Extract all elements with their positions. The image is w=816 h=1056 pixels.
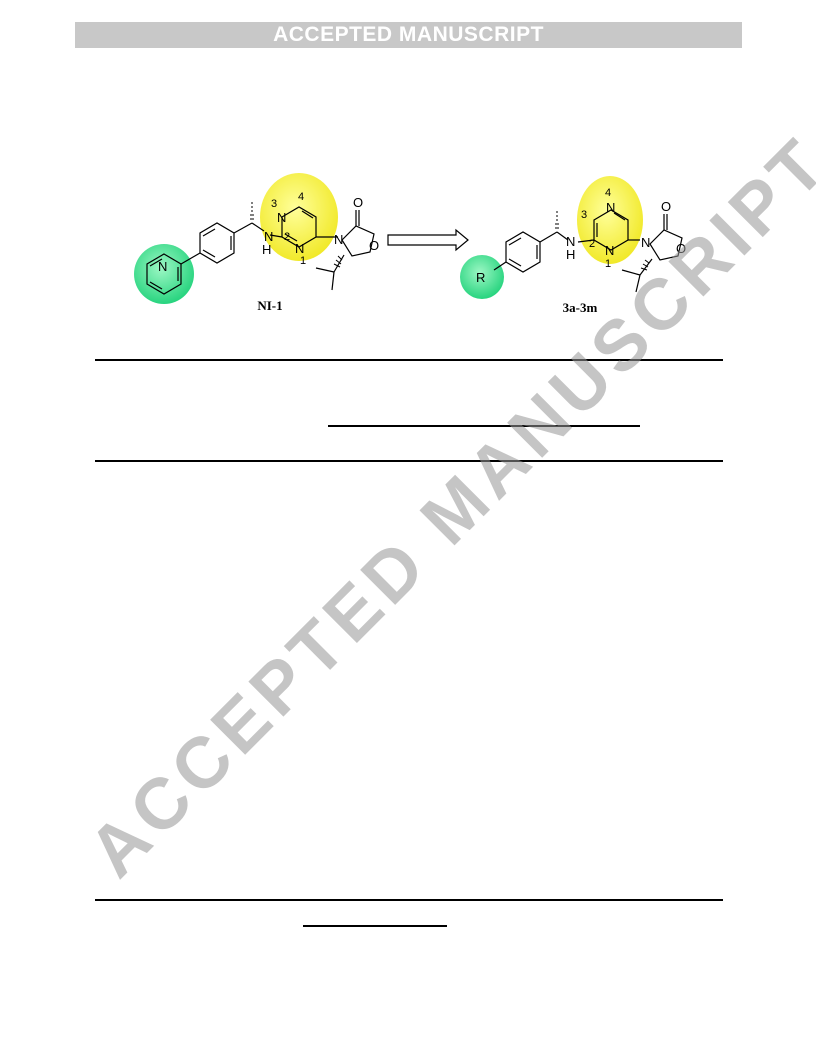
table-top-rule	[95, 359, 723, 361]
atom-label-ring-n3: N	[277, 210, 286, 225]
atom-label-pyridine-n: N	[158, 259, 167, 274]
atom-label-ring-o: O	[676, 241, 686, 256]
atom-label-r: R	[476, 270, 485, 285]
compound-ni-1: N N H N N N O O 3 4 2 1 NI-1	[134, 173, 379, 313]
pyridine-highlight	[134, 244, 194, 304]
table-header-sub-rule	[328, 425, 640, 427]
ring-number-1: 1	[605, 258, 611, 270]
ring-number-3: 3	[271, 198, 277, 210]
reaction-arrow	[387, 228, 469, 252]
accepted-manuscript-banner: ACCEPTED MANUSCRIPT	[75, 22, 742, 48]
atom-label-ring-o: O	[369, 238, 379, 253]
atom-label-ring-n4: N	[606, 200, 615, 215]
table-header-bottom-rule	[95, 460, 723, 462]
ring-number-4: 4	[605, 187, 611, 199]
atom-label-oxazolidinone-n: N	[641, 235, 650, 250]
ring-number-1: 1	[300, 255, 306, 267]
compound-3a-3m: R N H N N N O O 4 3 2 1 3a-3m	[460, 176, 686, 315]
table-bottom-rule	[95, 899, 723, 901]
atom-label-oxazolidinone-n: N	[334, 232, 343, 247]
atom-label-nh-h: H	[566, 247, 575, 262]
pyrazine-highlight	[577, 176, 643, 264]
atom-label-ring-n1: N	[295, 241, 304, 256]
atom-label-carbonyl-o: O	[353, 195, 363, 210]
footnote-rule	[303, 925, 447, 927]
chemical-scheme: N N H N N N O O 3 4 2 1 NI-1	[134, 173, 686, 315]
atom-label-nh-n: N	[566, 234, 575, 249]
ring-number-3: 3	[581, 209, 587, 221]
compound-label-3a-3m: 3a-3m	[563, 300, 598, 315]
r-group-highlight	[460, 255, 504, 299]
ring-number-2: 2	[589, 238, 595, 250]
ring-number-2: 2	[284, 231, 290, 243]
compound-label-ni-1: NI-1	[257, 298, 282, 313]
atom-label-nh-h: H	[262, 242, 271, 257]
atom-label-carbonyl-o: O	[661, 199, 671, 214]
atom-label-ring-n1: N	[605, 243, 614, 258]
atom-label-nh-n: N	[264, 229, 273, 244]
pyrimidine-highlight	[260, 173, 338, 261]
ring-number-4: 4	[298, 191, 304, 203]
